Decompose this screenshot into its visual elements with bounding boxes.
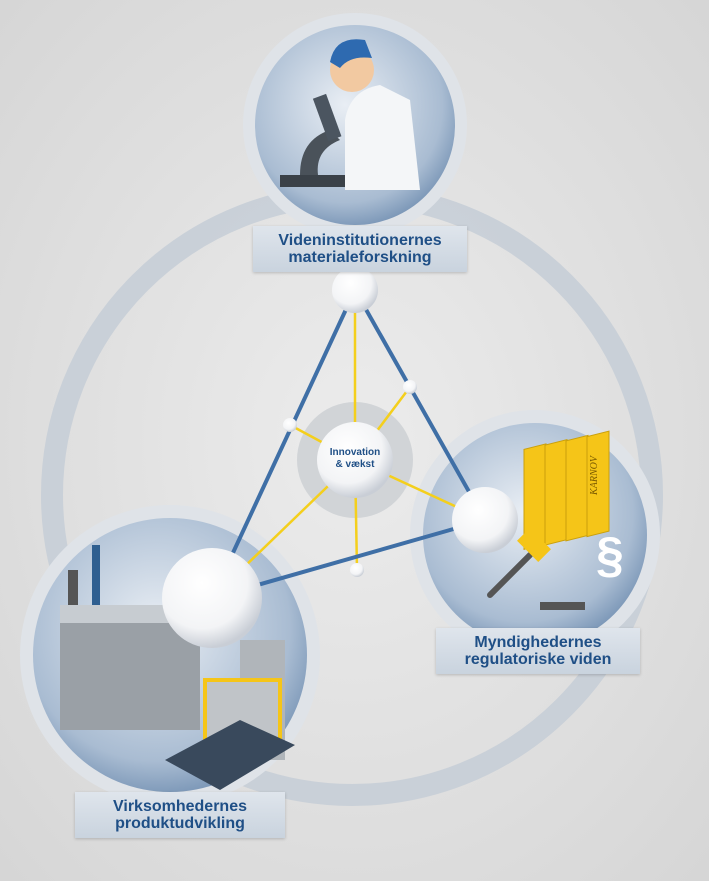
companies-label-line1: Virksomhedernes <box>113 798 247 815</box>
book-spine-label: KARNOV <box>588 456 600 495</box>
node-research <box>332 267 378 313</box>
center-label-line1: Innovation <box>329 447 381 458</box>
scientist-icon <box>345 85 420 190</box>
center-label: Innovation& vækst <box>315 447 395 471</box>
center-label-line2: & vækst <box>335 459 375 470</box>
node-authorities <box>452 487 518 553</box>
small-node <box>403 380 417 394</box>
authorities-label-line1: Myndighedernes <box>474 634 602 651</box>
law-books-icon <box>523 430 610 550</box>
gavel-icon <box>487 528 551 598</box>
factory-icon <box>60 545 295 790</box>
small-node <box>283 418 297 432</box>
section-sign-icon: § <box>596 527 624 583</box>
companies-label-line2: produktudvikling <box>115 815 245 832</box>
research-label-line1: Videninstitutionernes <box>278 232 442 249</box>
node-center <box>317 422 393 498</box>
research-disc <box>243 13 467 237</box>
authorities-label-line2: regulatoriske viden <box>464 651 612 668</box>
authorities-disc: § <box>410 410 660 660</box>
research-label-line2: materialeforskning <box>288 249 432 266</box>
node-companies <box>162 548 262 648</box>
small-node <box>350 563 364 577</box>
companies-disc <box>20 505 320 805</box>
